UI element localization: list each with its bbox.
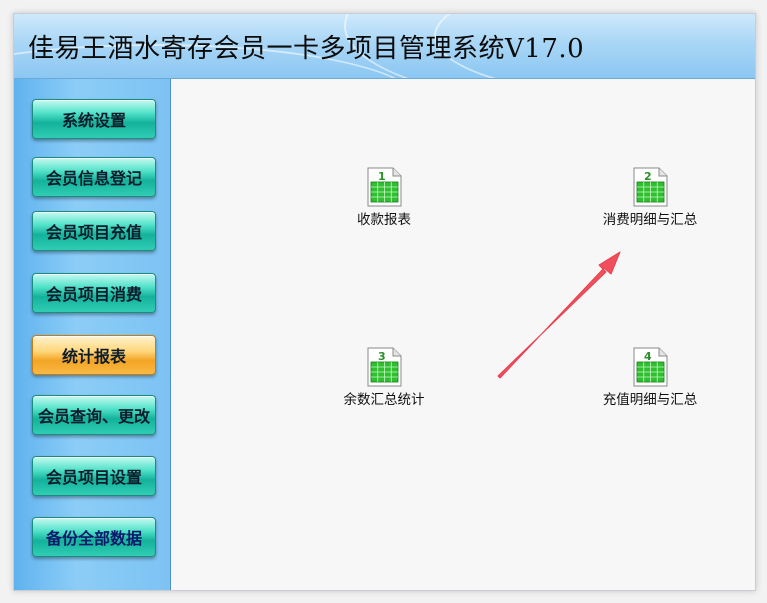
nav-member-project-settings[interactable]: 会员项目设置 [32,456,156,496]
report-sheet-icon: 1 [367,167,402,207]
report-sheet-icon: 4 [633,347,668,387]
report-recharge-detail[interactable]: 4 充值明细与汇总 [585,347,715,408]
nav-backup-data[interactable]: 备份全部数据 [32,517,156,557]
report-number: 3 [378,350,386,363]
report-label: 消费明细与汇总 [602,212,698,228]
report-label: 充值明细与汇总 [602,392,698,408]
nav-member-consumption[interactable]: 会员项目消费 [32,273,156,313]
nav-member-query-edit[interactable]: 会员查询、更改 [32,395,156,435]
app-window: 佳易王酒水寄存会员一卡多项目管理系统V17.0 系统设置 会员信息登记 会员项目… [13,13,756,591]
report-number: 4 [644,350,652,363]
report-consumption-detail[interactable]: 2 消费明细与汇总 [585,167,715,228]
report-label: 余数汇总统计 [343,392,425,408]
report-collection[interactable]: 1 收款报表 [319,167,449,228]
title-bar: 佳易王酒水寄存会员一卡多项目管理系统V17.0 [14,14,755,79]
app-title: 佳易王酒水寄存会员一卡多项目管理系统V17.0 [28,34,585,64]
annotation-arrow [497,251,621,379]
nav-system-settings[interactable]: 系统设置 [32,99,156,139]
report-label: 收款报表 [357,212,411,228]
report-number: 2 [644,170,652,183]
report-sheet-icon: 2 [633,167,668,207]
report-panel: 1 收款报表 2 消费明细与汇总 [171,79,755,590]
nav-member-recharge[interactable]: 会员项目充值 [32,211,156,251]
report-balance-summary[interactable]: 3 余数汇总统计 [319,347,449,408]
report-number: 1 [378,170,386,183]
report-sheet-icon: 3 [367,347,402,387]
nav-member-registration[interactable]: 会员信息登记 [32,157,156,197]
sidebar: 系统设置 会员信息登记 会员项目充值 会员项目消费 统计报表 会员查询、更改 会… [14,79,171,590]
nav-statistics-reports[interactable]: 统计报表 [32,335,156,375]
